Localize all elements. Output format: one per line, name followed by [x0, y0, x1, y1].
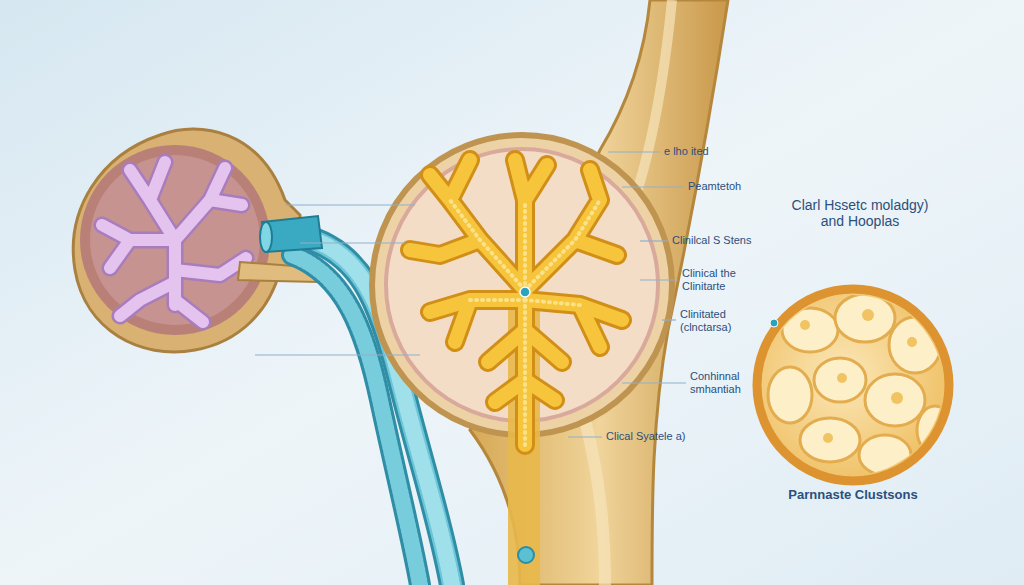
part-label: Clinitated (clnctarsa) [680, 308, 752, 333]
leader-lines [255, 152, 686, 437]
central-gland [372, 135, 672, 585]
duct-highlight [585, 420, 605, 585]
tube-connector [260, 216, 322, 252]
view-caption: Parnnaste Clustsons [753, 488, 953, 503]
part-label: Clical Syatele a) [606, 430, 685, 443]
part-label: Clinilcal S Stens [672, 234, 751, 247]
part-label: Peamtetoh [688, 180, 741, 193]
magnified-view [757, 289, 953, 481]
part-label: Conhinnal smhantiah [690, 370, 762, 395]
part-label: Clinical the Clinitarte [682, 267, 756, 292]
view-heading: Clarl Hssetc moladgy) and Hooplas [780, 197, 940, 229]
part-label: e lho ited [664, 145, 709, 158]
